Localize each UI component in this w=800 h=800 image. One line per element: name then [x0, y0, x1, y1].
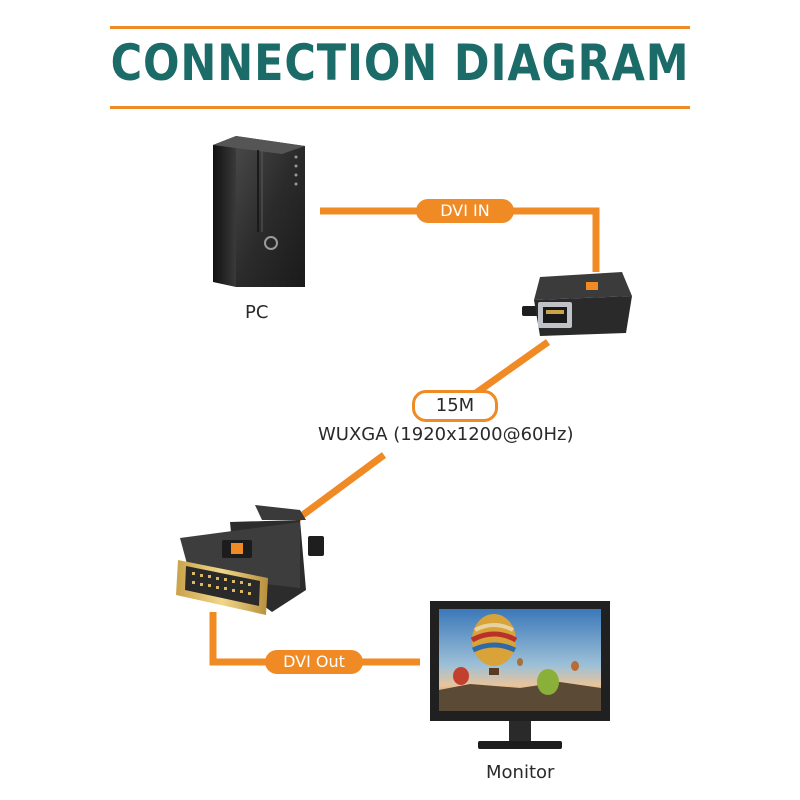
monitor-icon: [430, 601, 610, 749]
title-top-rule: [110, 26, 690, 29]
monitor-label: Monitor: [486, 762, 555, 783]
resolution-label: WUXGA (1920x1200@60Hz): [318, 424, 574, 445]
dvi-out-label: DVI Out: [265, 650, 363, 674]
distance-label: 15M: [412, 390, 498, 422]
balloon-main: [470, 614, 518, 675]
dvi-receiver-icon: [176, 505, 324, 615]
network-cable-upper: [473, 339, 551, 396]
dvi-transmitter-icon: [522, 272, 632, 336]
pc-label: PC: [245, 302, 269, 323]
dvi-in-cable: [320, 207, 600, 272]
network-cable-lower: [293, 452, 387, 523]
diagram-title: CONNECTION DIAGRAM: [110, 34, 690, 92]
connection-lines: [209, 207, 600, 666]
pc-tower-icon: [213, 136, 305, 287]
dvi-in-label: DVI IN: [416, 199, 514, 223]
title-bottom-rule: [110, 106, 690, 109]
